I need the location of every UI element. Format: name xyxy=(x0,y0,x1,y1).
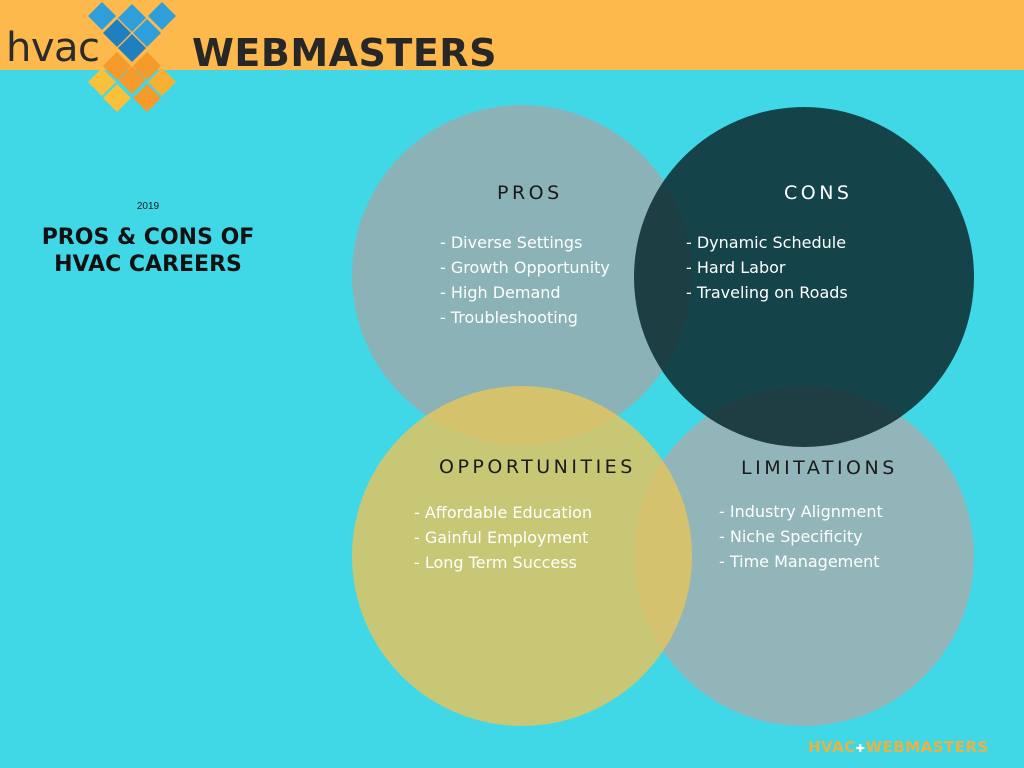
list-item: Diverse Settings xyxy=(440,230,610,255)
list-item: Long Term Success xyxy=(414,550,592,575)
list-item: Hard Labor xyxy=(686,255,848,280)
limitations-label: LIMITATIONS xyxy=(741,457,898,479)
page-title: PROS & CONS OF HVAC CAREERS xyxy=(0,224,296,278)
list-item: Dynamic Schedule xyxy=(686,230,848,255)
logo-diamond-icon xyxy=(88,2,176,112)
footer-logo: HVAC✚WEBMASTERS xyxy=(808,740,989,755)
list-item: Time Management xyxy=(719,549,883,574)
title-line-2: HVAC CAREERS xyxy=(54,252,242,277)
limitations-list: Industry Alignment Niche Specificity Tim… xyxy=(719,499,883,574)
cons-label: CONS xyxy=(784,182,853,204)
cons-list: Dynamic Schedule Hard Labor Traveling on… xyxy=(686,230,848,305)
year-label: 2019 xyxy=(136,201,160,212)
footer-logo-prefix: HVAC xyxy=(808,738,856,756)
list-item: Industry Alignment xyxy=(719,499,883,524)
list-item: Growth Opportunity xyxy=(440,255,610,280)
list-item: Affordable Education xyxy=(414,500,592,525)
footer-cross-icon: ✚ xyxy=(855,742,866,755)
title-line-1: PROS & CONS OF xyxy=(41,225,255,250)
list-item: Traveling on Roads xyxy=(686,280,848,305)
logo-text-hvac: hvac xyxy=(6,25,100,71)
list-item: Troubleshooting xyxy=(440,305,610,330)
pros-list: Diverse Settings Growth Opportunity High… xyxy=(440,230,610,330)
footer-logo-name: WEBMASTERS xyxy=(865,738,989,756)
opportunities-label: OPPORTUNITIES xyxy=(439,456,636,478)
opportunities-list: Affordable Education Gainful Employment … xyxy=(414,500,592,575)
pros-label: PROS xyxy=(497,182,563,204)
list-item: High Demand xyxy=(440,280,610,305)
logo-text-webmasters: WEBMASTERS xyxy=(192,31,497,75)
list-item: Niche Specificity xyxy=(719,524,883,549)
list-item: Gainful Employment xyxy=(414,525,592,550)
